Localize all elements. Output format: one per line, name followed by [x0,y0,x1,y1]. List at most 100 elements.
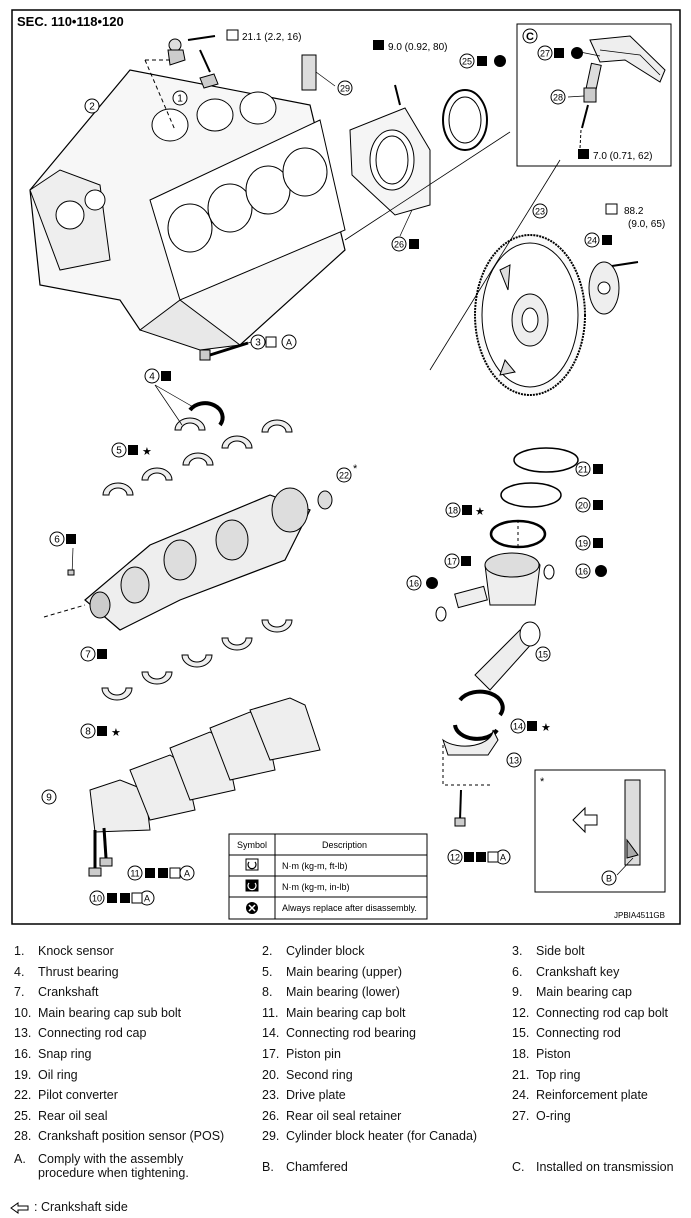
svg-text:26: 26 [394,240,404,250]
legend-number: 22. [14,1088,32,1103]
torque-wrench-icon [605,203,618,215]
svg-text:13: 13 [509,756,519,766]
legend-text: Connecting rod cap [38,1026,147,1041]
replace-x-icon [246,902,258,914]
legend-text: Crankshaft key [536,964,620,979]
legend-text: Main bearing (upper) [286,964,403,979]
legend-number: A. [14,1152,26,1166]
marker-icons [66,47,612,904]
svg-text:18: 18 [448,506,458,516]
legend-text: Crankshaft [38,985,99,1000]
legend-number: 18. [512,1047,530,1061]
legend-text: Knock sensor [38,944,114,958]
svg-text:29: 29 [340,84,350,94]
svg-text:16: 16 [409,579,419,589]
legend-number: 27. [512,1108,530,1123]
legend-text: Rear oil seal retainer [286,1108,402,1123]
legend-text: Main bearing cap bolt [286,1005,406,1020]
legend-number: 3. [512,944,523,958]
callout-18: 18 [445,502,461,518]
star-mark: ★ [541,722,551,734]
symbol-row-desc: N·m (kg-m, in-lb) [282,882,350,892]
svg-text:2: 2 [89,102,95,113]
legend-number: 5. [262,964,273,979]
svg-text:5: 5 [116,446,122,457]
legend-number: 14. [262,1026,280,1041]
legend-text: Top ring [536,1067,581,1082]
callout-29: 29 [337,80,353,96]
svg-text:28: 28 [553,93,563,103]
callout-b: B [601,870,617,886]
arrow-note-text: : Crankshaft side [34,1200,128,1214]
legend-text: Thrust bearing [38,964,119,979]
legend-number: 26. [262,1108,280,1123]
legend-number: 16. [14,1047,32,1061]
torque-wrench-filled-icon [245,879,259,892]
legend-text: Crankshaft position sensor (POS) [38,1129,225,1144]
crankshaft-drawing [43,487,333,631]
svg-text:8: 8 [85,727,91,738]
callouts: 1 2 3 4 5 6 7 8 9 10 11 12 13 14 15 16 1… [41,45,617,906]
svg-text:17: 17 [447,557,457,567]
callout-4: 4 [144,368,160,384]
arrow-note: : Crankshaft side [10,1200,128,1214]
callout-15: 15 [535,646,551,662]
legend-number: 10. [14,1005,32,1020]
torque-drive-plate: 88.2 [624,206,644,217]
rear-seal-retainer-drawing [349,84,488,237]
callout-22: 22 [336,467,352,483]
legend-text: Drive plate [286,1088,346,1103]
legend-number: 1. [14,944,25,958]
callout-27: 27 [537,45,553,61]
callout-7: 7 [80,646,96,662]
svg-text:B: B [606,874,612,884]
symbol-header: Symbol [237,840,267,850]
legend-number: 8. [262,985,273,1000]
legend-text: Installed on transmission [536,1160,674,1174]
diagram-border [11,9,681,925]
callout-13: 13 [506,752,522,768]
callout-11: 11 [127,865,143,881]
torque-pos-sensor: 7.0 (0.71, 62) [593,151,652,162]
legend-text: Second ring [286,1067,353,1082]
symbol-row-desc: Always replace after disassembly. [282,903,417,913]
legend-text: Connecting rod bearing [286,1026,416,1041]
legend-text: Side bolt [536,944,585,958]
legend-number: 11. [262,1005,279,1020]
legend-text: Cylinder block heater (for Canada) [286,1129,478,1144]
legend-number: 23. [262,1088,280,1103]
legend-text: Oil ring [38,1067,78,1082]
legend-number: 7. [14,985,25,1000]
legend-number: 4. [14,964,25,979]
star-mark: ★ [111,727,121,739]
arrow-left-icon [10,1201,29,1214]
callout-17: 17 [444,553,460,569]
legend-text: Chamfered [286,1160,348,1174]
legend-number: 21. [512,1067,530,1082]
drive-plate-drawing [344,131,639,396]
legend-number: 12. [512,1005,530,1020]
torque-rear-seal-retainer: 9.0 (0.92, 80) [388,42,447,53]
callout-16: 16 [406,575,422,591]
callout-1: 1 [172,90,188,106]
description-header: Description [322,840,367,850]
legend-number: 29. [262,1129,280,1144]
legend-number: 17. [262,1047,280,1061]
torque-wrench-filled-icon [373,40,384,50]
torque-drive-plate: (9.0, 65) [628,219,665,230]
star-mark: ★ [475,506,485,518]
callout-5: 5 [111,442,127,458]
svg-text:24: 24 [587,236,597,246]
section-label: SEC. 110•118•120 [17,14,124,29]
legend-text: Connecting rod cap bolt [536,1005,669,1020]
torque-knock-sensor: 21.1 (2.2, 16) [242,32,301,43]
svg-text:A: A [500,853,506,863]
main-bearing-caps-drawing [88,697,321,877]
legend-number: 9. [512,985,523,1000]
piston-assembly-drawing [435,447,579,827]
svg-text:16: 16 [578,567,588,577]
legend-number: 2. [262,944,273,958]
svg-text:19: 19 [578,539,588,549]
legend-text: Piston [536,1047,571,1061]
